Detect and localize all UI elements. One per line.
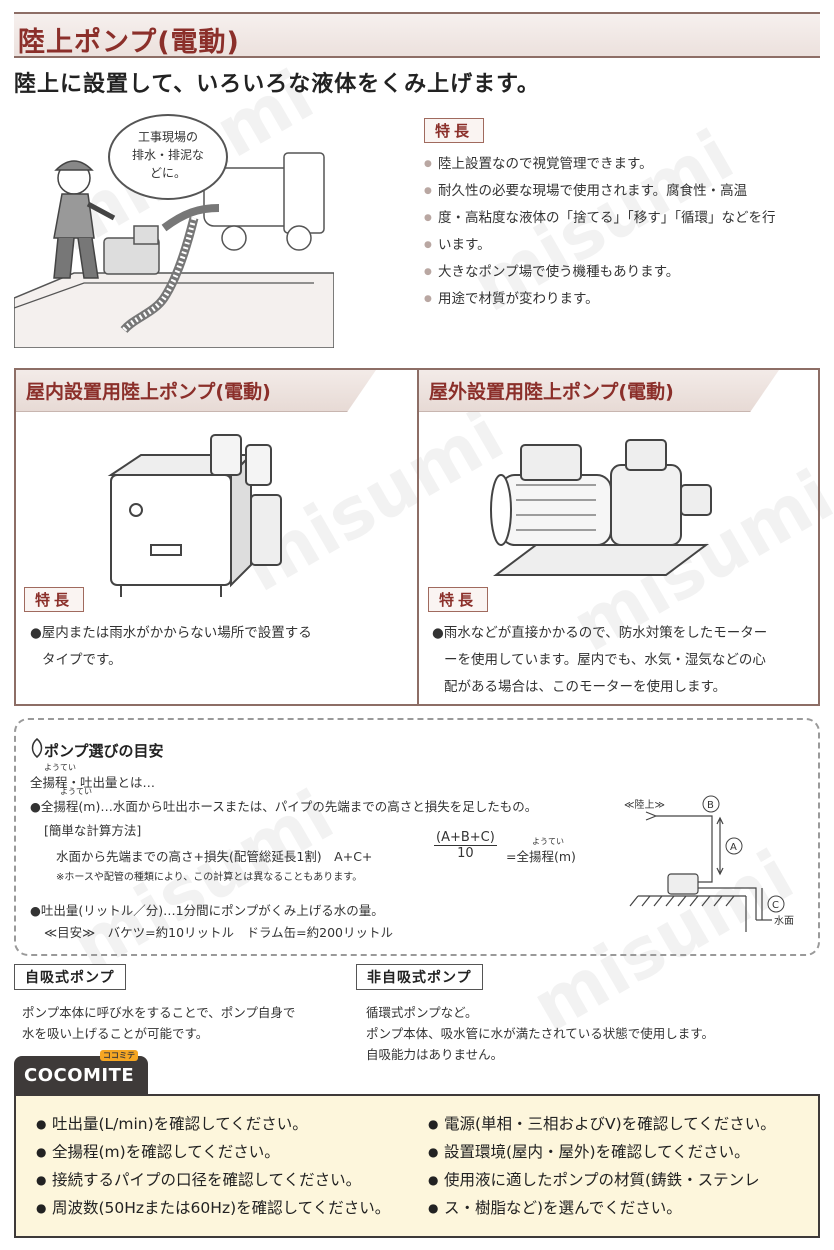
label-b: B [707, 800, 714, 811]
non-self-priming-label: 非自吸式ポンプ [356, 964, 483, 990]
outdoor-features-tag: 特長 [428, 587, 489, 612]
fraction-numerator: (A+B+C) [434, 830, 497, 846]
description-line: ●屋内または雨水がかからない場所で設置する [30, 625, 312, 641]
list-item-continued: います。 [424, 232, 824, 259]
description-line: ●雨水などが直接かかるので、防水対策をしたモーター [432, 625, 768, 641]
calc-formula: 水面から先端までの高さ+損失(配管総延長1割) A+C+ [56, 849, 373, 864]
calc-result: =全揚程(m) [506, 849, 576, 864]
list-item-continued: 度・高粘度な液体の「捨てる」「移す」「循環」などを行 [424, 205, 824, 232]
cocomite-checklist: 吐出量(L/min)を確認してください。 全揚程(m)を確認してください。 接続… [14, 1094, 820, 1238]
outdoor-description: ●雨水などが直接かかるので、防水対策をしたモーター ーを使用しています。屋内でも… [432, 620, 818, 701]
outdoor-panel-header: 屋外設置用陸上ポンプ(電動) [419, 370, 779, 412]
ruby-text: ようてい [60, 787, 92, 796]
features-section: 特長 陸上設置なので視覚管理できます。 耐久性の必要な現場で使用されます。腐食性… [424, 118, 824, 313]
features-list: 陸上設置なので視覚管理できます。 耐久性の必要な現場で使用されます。腐食性・高温… [424, 151, 824, 313]
flow-definition: ●吐出量(リットル／分)…1分間にポンプがくみ上げる水の量。 [30, 903, 384, 918]
list-item: 耐久性の必要な現場で使用されます。腐食性・高温 [424, 178, 824, 205]
self-priming-description: ポンプ本体に呼び水をすることで、ポンプ自身で 水を吸い上げることが可能です。 [22, 1002, 295, 1044]
indoor-description: ●屋内または雨水がかからない場所で設置する タイプです。 [30, 620, 410, 674]
list-item: 大きなポンプ場で使う機種もあります。 [424, 259, 824, 286]
description-line: 配がある場合は、このモーターを使用します。 [444, 679, 727, 695]
outdoor-panel-title: 屋外設置用陸上ポンプ(電動) [429, 381, 674, 403]
checklist-right: 電源(単相・三相およびV)を確認してください。 設置環境(屋内・屋外)を確認して… [428, 1110, 776, 1222]
guide-intro: 全揚程・吐出量とは… [30, 775, 156, 790]
non-self-priming-description: 循環式ポンプなど。 ポンプ本体、吸水管に水が満たされている状態で使用します。 自… [366, 1002, 714, 1065]
indoor-panel-header: 屋内設置用陸上ポンプ(電動) [16, 370, 376, 412]
formula-fraction: (A+B+C) 10 [434, 830, 497, 861]
checklist-left: 吐出量(L/min)を確認してください。 全揚程(m)を確認してください。 接続… [36, 1110, 390, 1222]
speech-line: 工事現場の [137, 130, 198, 144]
list-item: 全揚程(m)を確認してください。 [36, 1138, 390, 1166]
ruby-text: ようてい [532, 837, 564, 846]
outdoor-pump-image [490, 439, 712, 576]
guide-title: ポンプ選びの目安 [44, 742, 164, 760]
construction-site-illustration [14, 152, 334, 348]
water-surface-label: 水面 [774, 915, 794, 927]
description-line: 循環式ポンプなど。 [366, 1005, 478, 1020]
list-item: 陸上設置なので視覚管理できます。 [424, 151, 824, 178]
page-title: 陸上ポンプ(電動) [18, 27, 240, 58]
indoor-panel-title: 屋内設置用陸上ポンプ(電動) [26, 381, 271, 403]
description-line: 自吸能力はありません。 [366, 1047, 504, 1062]
self-priming-label: 自吸式ポンプ [14, 964, 126, 990]
list-item: 使用液に適したポンプの材質(鋳鉄・ステンレ [428, 1166, 776, 1194]
description-line: ーを使用しています。屋内でも、水気・湿気などの心 [444, 652, 766, 668]
calc-label: [簡単な計算方法] [44, 823, 142, 838]
pump-selection-guide: ポンプ選びの目安 ようてい 全揚程・吐出量とは… ようてい ●全揚程(m)…水面… [14, 718, 820, 956]
calc-note: ※ホースや配管の種類により、この計算とは異なることもあります。 [56, 872, 363, 883]
head-definition: ●全揚程(m)…水面から吐出ホースまたは、パイプの先端までの高さと損失を足したも… [30, 799, 538, 814]
page-title-bar: 陸上ポンプ(電動) [14, 12, 820, 58]
label-c: C [772, 900, 779, 911]
cocomite-logo-small: ココミテ [100, 1050, 138, 1061]
head-height-diagram: A B C ≪陸上≫ 水面 [624, 795, 794, 932]
list-item: 吐出量(L/min)を確認してください。 [36, 1110, 390, 1138]
label-a: A [730, 842, 737, 853]
cocomite-logo-text: COCOMITE [24, 1065, 135, 1086]
indoor-pump-image [107, 434, 282, 597]
list-item: 接続するパイプの口径を確認してください。 [36, 1166, 390, 1194]
list-item: 設置環境(屋内・屋外)を確認してください。 [428, 1138, 776, 1166]
description-line: ポンプ本体に呼び水をすることで、ポンプ自身で [22, 1005, 296, 1020]
flow-example: ≪目安≫ バケツ=約10リットル ドラム缶=約200リットル [44, 925, 394, 940]
description-line: タイプです。 [42, 652, 122, 668]
pump-type-panels: 屋内設置用陸上ポンプ(電動) 特長 ●屋内または雨水がかからない場所で設置する … [14, 368, 820, 706]
list-item: 用途で材質が変わります。 [424, 286, 824, 313]
list-item: 周波数(50Hzまたは60Hz)を確認してください。 [36, 1194, 390, 1222]
page-subtitle: 陸上に設置して、いろいろな液体をくみ上げます。 [14, 72, 540, 97]
cocomite-badge: COCOMITE ココミテ [14, 1050, 148, 1094]
panel-divider [417, 370, 419, 704]
fraction-denominator: 10 [457, 846, 474, 861]
indoor-features-tag: 特長 [24, 587, 85, 612]
list-item-continued: ス・樹脂など)を選んでください。 [428, 1194, 776, 1222]
speech-line: どに。 [149, 166, 186, 180]
ruby-text: ようてい [44, 763, 76, 772]
speech-bubble: 工事現場の 排水・排泥な どに。 [108, 114, 228, 200]
leaf-icon [31, 738, 43, 758]
description-line: 水を吸い上げることが可能です。 [22, 1026, 209, 1041]
features-tag: 特長 [424, 118, 485, 143]
speech-line: 排水・排泥な [131, 148, 204, 162]
description-line: ポンプ本体、吸水管に水が満たされている状態で使用します。 [366, 1026, 715, 1041]
land-label: ≪陸上≫ [624, 798, 665, 811]
list-item: 電源(単相・三相およびV)を確認してください。 [428, 1110, 776, 1138]
